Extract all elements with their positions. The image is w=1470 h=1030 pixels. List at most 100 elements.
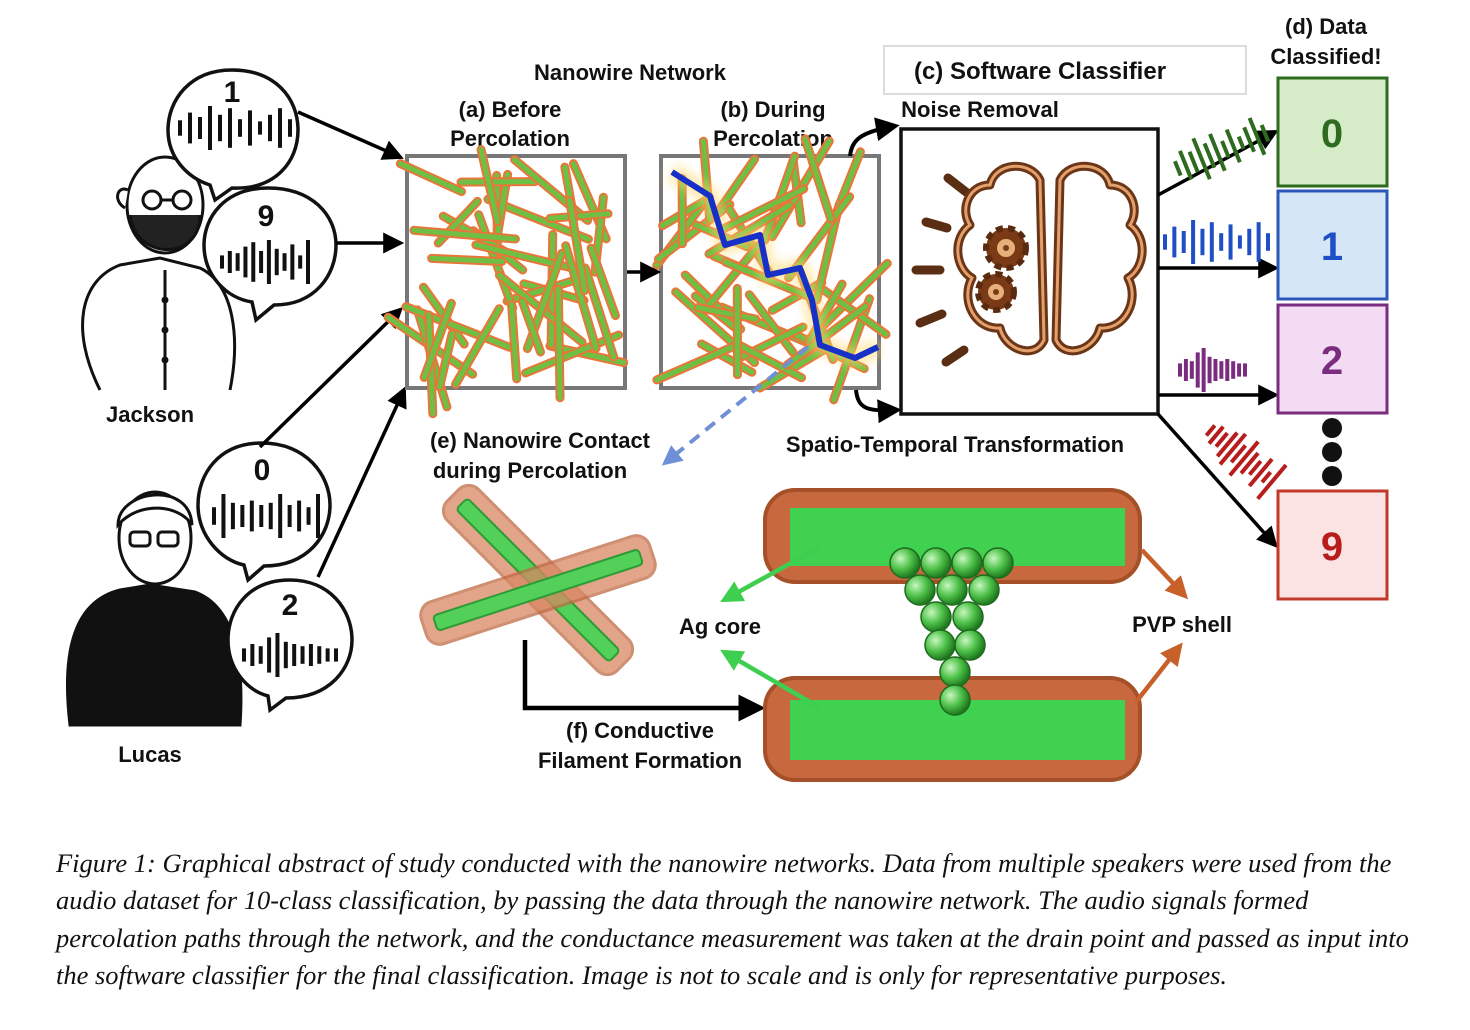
wave-bar <box>1173 160 1183 177</box>
class-box-9: 9 <box>1276 489 1389 601</box>
speech-bubble-1: 1 <box>166 68 300 203</box>
audio-wave-icon <box>1163 220 1270 264</box>
wave-bar <box>1247 117 1267 156</box>
gear-icon <box>975 271 1017 313</box>
panel-a-title-2: Percolation <box>450 126 570 151</box>
nanowire <box>453 306 502 387</box>
audio-wave-icon <box>212 494 320 538</box>
class-outputs: 0 1 2 9 <box>1276 76 1389 601</box>
wave-bar <box>1242 126 1256 153</box>
wave-bar <box>1247 459 1263 476</box>
nanowire <box>411 227 518 242</box>
class-digit: 1 <box>1321 225 1343 269</box>
wave-bar <box>1260 470 1273 484</box>
percolation-path <box>670 169 880 361</box>
silver-atom <box>951 547 983 579</box>
bubble-digit: 2 <box>282 589 299 622</box>
nanowire <box>403 304 513 350</box>
speaker-name-jackson: Jackson <box>106 402 194 427</box>
classifier-title: (c) Software Classifier <box>914 58 1166 85</box>
ag-core-arrow-bottom <box>720 649 822 710</box>
panel-a-title: (a) Before <box>459 97 562 122</box>
contact-title-2: during Percolation <box>433 458 627 483</box>
wave-bar <box>1247 457 1274 488</box>
arrow-to-filament <box>522 640 766 722</box>
wave-bar <box>1208 133 1227 172</box>
ellipsis-dots <box>1322 418 1342 486</box>
panel-b-title-2: Percolation <box>713 126 833 151</box>
nanowire <box>478 147 501 225</box>
nanowire <box>567 198 588 294</box>
filament-title: (f) Conductive <box>566 718 714 743</box>
audio-wave-icon <box>242 633 338 677</box>
audio-wave-icon <box>1204 424 1288 501</box>
classifier-title-box <box>883 45 1247 95</box>
dashed-zoom-arrow <box>661 345 810 466</box>
silver-atom <box>982 547 1014 579</box>
network-title: Nanowire Network <box>534 60 727 85</box>
wave-bar <box>1204 424 1217 437</box>
class-digit: 9 <box>1321 525 1343 569</box>
silver-atom <box>968 574 1000 606</box>
silver-atom <box>952 601 984 633</box>
arrow-to-transformation <box>854 389 902 424</box>
nanowire <box>397 161 465 195</box>
output-arrows <box>1156 130 1280 549</box>
nanowire <box>717 186 807 234</box>
ag-core-label: Ag core <box>679 614 761 639</box>
speaker-jackson: Jackson <box>81 155 237 427</box>
ag-core-arrow-top <box>720 545 822 603</box>
nanowire <box>523 332 622 376</box>
silver-atom <box>936 574 968 606</box>
nanowire-contact-illustration <box>419 483 657 677</box>
nanowire <box>802 136 834 222</box>
wave-bar <box>1256 463 1288 501</box>
nanowire <box>437 331 455 390</box>
nanowire <box>695 305 759 322</box>
network-during-percolation <box>652 134 892 405</box>
arrow-to-noise-removal <box>848 117 900 157</box>
nanowire <box>429 255 505 264</box>
nanowire <box>699 341 755 375</box>
silver-atom <box>939 656 971 688</box>
gear-icon <box>983 225 1029 271</box>
nanowire <box>504 278 576 304</box>
wave-bar <box>1218 432 1248 466</box>
filament-title-2: Filament Formation <box>538 748 742 773</box>
silver-atom <box>939 684 971 716</box>
class-box-2: 2 <box>1276 303 1389 415</box>
brain-gears-icon <box>911 161 1147 367</box>
nanowire <box>555 286 563 401</box>
wave-bar <box>1207 425 1225 445</box>
silver-atom <box>924 629 956 661</box>
nanowire <box>509 302 520 382</box>
nanowire <box>421 300 454 380</box>
nanowire <box>582 265 617 360</box>
nanowire <box>458 179 538 185</box>
speech-bubble-9: 9 <box>202 186 338 324</box>
pvp-arrow-top <box>1140 548 1189 600</box>
wave-bar <box>1229 444 1248 464</box>
graphical-abstract-diagram: Jackson Lucas 1 9 0 2 <box>66 14 1389 782</box>
silver-atom <box>920 601 952 633</box>
nanowire <box>746 292 796 355</box>
noise-removal-label: Noise Removal <box>901 97 1059 122</box>
wave-bar <box>1220 140 1231 159</box>
pvp-arrow-bottom <box>1134 642 1183 704</box>
nanowire <box>654 342 739 383</box>
spatio-temporal-label: Spatio-Temporal Transformation <box>786 432 1124 457</box>
class-digit: 0 <box>1321 112 1343 156</box>
bubble-digit: 9 <box>258 200 275 233</box>
audio-wave-icon <box>1178 348 1247 392</box>
wave-bar <box>1224 128 1242 164</box>
class-box-1: 1 <box>1276 189 1389 301</box>
nanowire <box>715 156 758 215</box>
nanowire <box>706 243 761 308</box>
class-digit: 2 <box>1321 339 1343 383</box>
bubble-digit: 1 <box>224 76 241 109</box>
wave-bar <box>1228 440 1260 477</box>
wave-bar <box>1215 431 1239 458</box>
pvp-shell-label: PVP shell <box>1132 612 1232 637</box>
audio-wave-icon <box>178 106 292 150</box>
classified-title-2: Classified! <box>1270 44 1381 69</box>
